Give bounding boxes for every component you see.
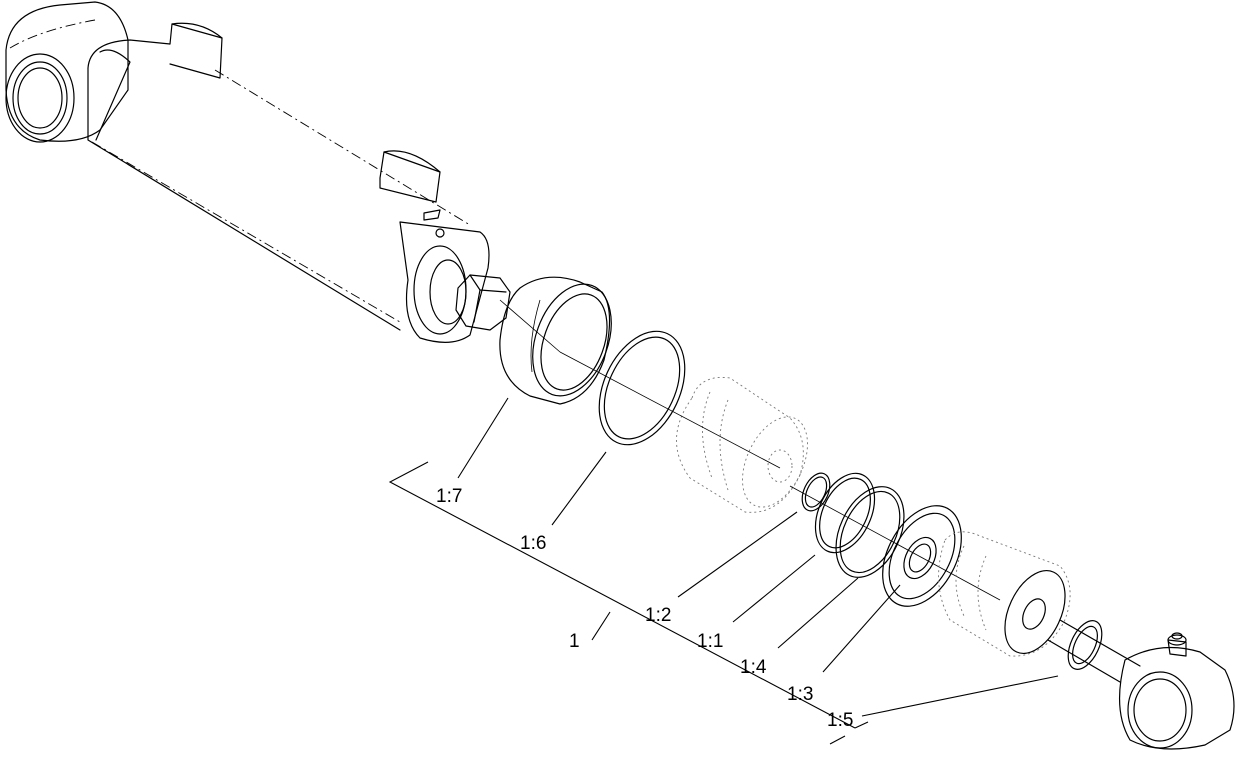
leader-1-5 [861, 675, 1059, 717]
gland [938, 531, 1071, 657]
o-ring-small [801, 472, 831, 512]
bearing-sleeve [499, 276, 612, 405]
leader-1-3 [822, 584, 901, 673]
callout-1-7: 1:7 [436, 486, 462, 507]
rod-end-eye [1047, 619, 1235, 750]
barrel-clevis [5, 1, 129, 143]
center-axis [559, 351, 781, 469]
o-ring-large [598, 330, 686, 446]
piston-phantom [676, 376, 808, 513]
callout-1-3: 1:3 [787, 684, 813, 705]
callout-1-4: 1:4 [740, 657, 767, 678]
assembly-bracket [388, 461, 869, 745]
callout-1-1: 1:1 [697, 631, 723, 652]
leader-1-7 [457, 397, 509, 479]
cylinder-barrel [5, 1, 490, 343]
leader-1-4 [777, 577, 859, 649]
callout-1-6: 1:6 [520, 533, 546, 554]
rod-seal [1067, 620, 1103, 670]
hex-nut [455, 274, 561, 353]
callout-1-5: 1:5 [827, 710, 853, 731]
leader-lines [457, 397, 1059, 717]
wiper-seal [882, 505, 962, 607]
o-ring-medium [835, 486, 905, 578]
leader-1-6 [551, 451, 607, 526]
callout-1: 1 [569, 631, 580, 652]
leader-1-2 [677, 511, 798, 598]
callout-1-2: 1:2 [645, 605, 671, 626]
leader-1-1 [732, 554, 816, 623]
callout-labels: 1:7 1:6 1:2 1:1 1:4 1:3 1:5 1 [436, 486, 853, 731]
backup-ring [814, 472, 876, 554]
